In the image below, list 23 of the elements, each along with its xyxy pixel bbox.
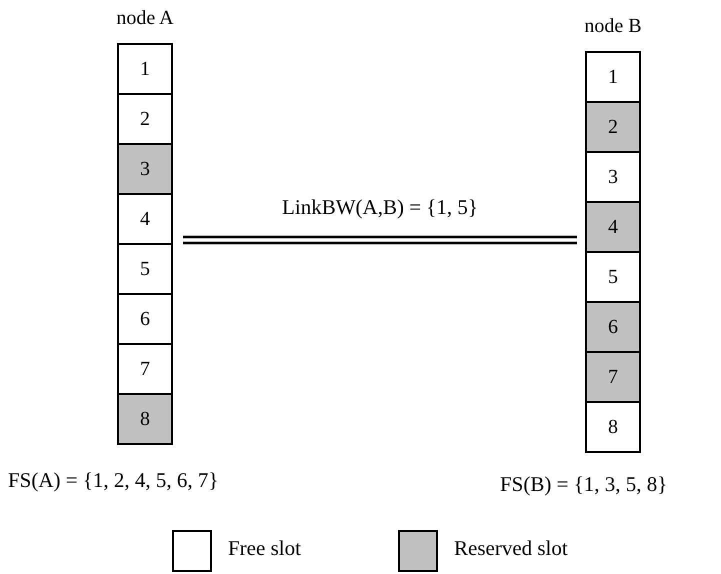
free-slot: 3 xyxy=(585,151,641,203)
reserved-slot: 8 xyxy=(117,393,173,445)
free-slot: 7 xyxy=(117,343,173,395)
free-slot: 5 xyxy=(117,243,173,295)
free-slot: 6 xyxy=(117,293,173,345)
column-heading: node B xyxy=(583,15,643,38)
free-slot: 1 xyxy=(117,43,173,95)
legend-label: Reserved slot xyxy=(454,536,568,561)
reserved-slot: 4 xyxy=(585,201,641,253)
set-label: FS(A) = {1, 2, 4, 5, 6, 7} xyxy=(8,468,219,493)
reserved-slot: 3 xyxy=(117,143,173,195)
free-slot: 1 xyxy=(585,51,641,103)
legend-label: Free slot xyxy=(228,536,301,561)
reserved-slot: 2 xyxy=(585,101,641,153)
double-line-link xyxy=(182,236,578,244)
free-slot: 8 xyxy=(585,401,641,453)
free-slot: 4 xyxy=(117,193,173,245)
column-heading: node A xyxy=(115,7,175,30)
reserved-slot: 7 xyxy=(585,351,641,403)
free-slot: 5 xyxy=(585,251,641,303)
reserved-slot: 6 xyxy=(585,301,641,353)
free-slot: 2 xyxy=(117,93,173,145)
set-label: FS(B) = {1, 3, 5, 8} xyxy=(500,472,668,497)
